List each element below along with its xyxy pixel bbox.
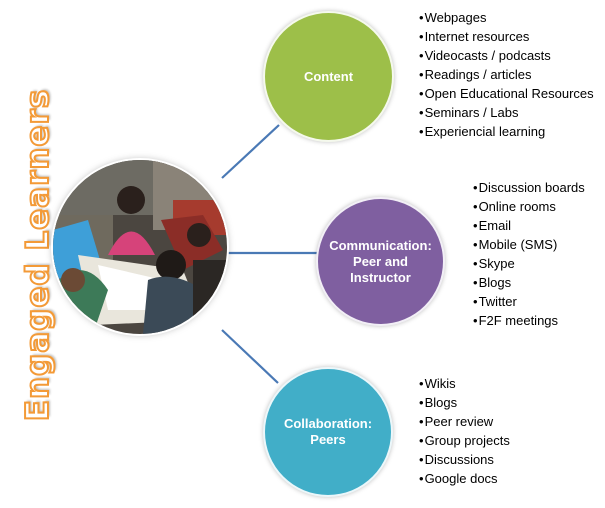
list-item: Online rooms bbox=[473, 197, 585, 216]
list-item: Group projects bbox=[419, 431, 510, 450]
list-item: Google docs bbox=[419, 469, 510, 488]
content-list: Webpages Internet resources Videocasts /… bbox=[419, 8, 594, 141]
list-item: Videocasts / podcasts bbox=[419, 46, 594, 65]
communication-node-label: Communication: Peer and Instructor bbox=[329, 237, 432, 285]
connector-content bbox=[221, 124, 280, 179]
collaboration-list: Wikis Blogs Peer review Group projects D… bbox=[419, 374, 510, 488]
list-item: Webpages bbox=[419, 8, 594, 27]
list-item: Email bbox=[473, 216, 585, 235]
list-item: Peer review bbox=[419, 412, 510, 431]
connector-collaboration bbox=[221, 329, 279, 384]
list-item: Blogs bbox=[473, 273, 585, 292]
list-item: Internet resources bbox=[419, 27, 594, 46]
list-item: Discussions bbox=[419, 450, 510, 469]
list-item: Readings / articles bbox=[419, 65, 594, 84]
list-item: Blogs bbox=[419, 393, 510, 412]
content-node-label: Content bbox=[303, 68, 354, 84]
communication-node: Communication: Peer and Instructor bbox=[316, 197, 445, 326]
engaged-learners-title: Engaged Learners bbox=[19, 88, 57, 422]
list-item: Seminars / Labs bbox=[419, 103, 594, 122]
list-item: Skype bbox=[473, 254, 585, 273]
list-item: Twitter bbox=[473, 292, 585, 311]
collaboration-node: Collaboration: Peers bbox=[263, 367, 393, 497]
content-node: Content bbox=[263, 11, 394, 142]
list-item: Open Educational Resources bbox=[419, 84, 594, 103]
list-item: Experiencial learning bbox=[419, 122, 594, 141]
list-item: Wikis bbox=[419, 374, 510, 393]
list-item: Mobile (SMS) bbox=[473, 235, 585, 254]
list-item: F2F meetings bbox=[473, 311, 585, 330]
collaboration-node-label: Collaboration: Peers bbox=[283, 416, 373, 447]
learners-photo bbox=[53, 160, 227, 334]
list-item: Discussion boards bbox=[473, 178, 585, 197]
communication-list: Discussion boards Online rooms Email Mob… bbox=[473, 178, 585, 330]
